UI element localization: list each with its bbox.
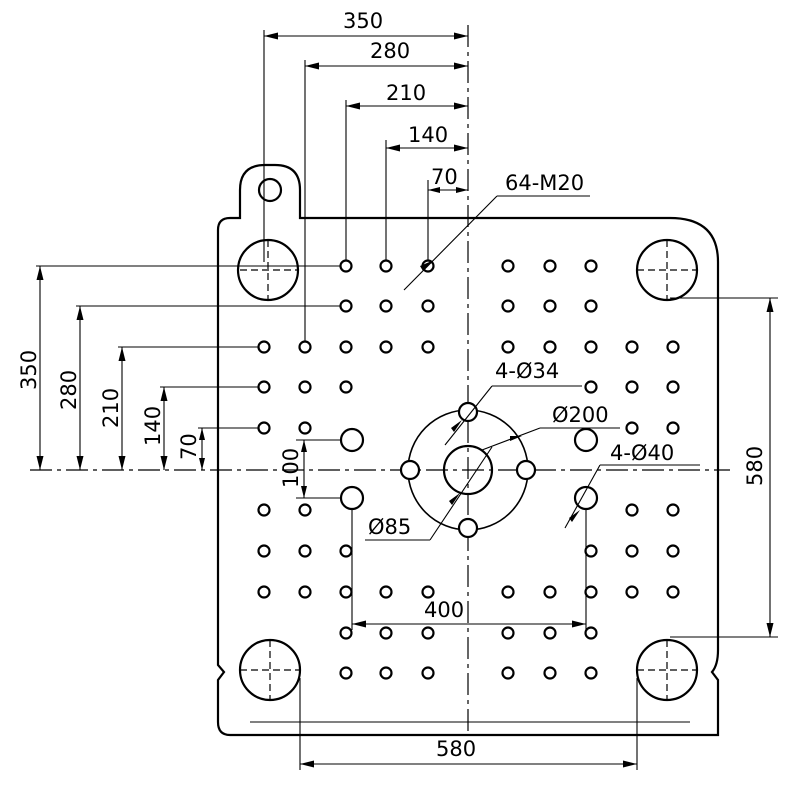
left-dim-70: 70 bbox=[177, 433, 201, 460]
corner-hole-bottom-right bbox=[635, 638, 699, 702]
top-dim-350: 350 bbox=[343, 9, 383, 33]
left-dim-350: 350 bbox=[17, 350, 41, 390]
left-dim-210: 210 bbox=[99, 388, 123, 428]
top-dim-140: 140 bbox=[408, 123, 448, 147]
top-dimensions: 350 280 210 140 70 bbox=[263, 9, 468, 342]
top-dim-210: 210 bbox=[386, 81, 426, 105]
callout-4-dia40: 4-Ø40 bbox=[610, 441, 674, 465]
left-dimensions: 350 280 210 140 70 bbox=[17, 265, 340, 470]
callout-dia85: Ø85 bbox=[368, 515, 411, 539]
corner-hole-top-left bbox=[236, 238, 300, 302]
callout-dia200: Ø200 bbox=[552, 403, 609, 427]
corner-hole-bottom-left bbox=[238, 638, 302, 702]
left-dim-280: 280 bbox=[57, 370, 81, 410]
top-dim-280: 280 bbox=[370, 39, 410, 63]
callout-64-m20: 64-M20 bbox=[505, 171, 584, 195]
top-dim-70: 70 bbox=[431, 165, 458, 189]
corner-hole-top-right bbox=[635, 238, 699, 302]
platen-outline bbox=[216, 163, 720, 737]
bottom-dim-580: 580 bbox=[436, 737, 476, 761]
tapped-hole-grid bbox=[257, 259, 680, 680]
left-dim-140: 140 bbox=[141, 406, 165, 446]
bore-circle bbox=[442, 444, 494, 496]
right-dim-580: 580 bbox=[743, 446, 767, 486]
dim-400: 400 bbox=[424, 598, 464, 622]
callout-4-dia34: 4-Ø34 bbox=[495, 359, 559, 383]
dim-100: 100 bbox=[279, 448, 303, 488]
